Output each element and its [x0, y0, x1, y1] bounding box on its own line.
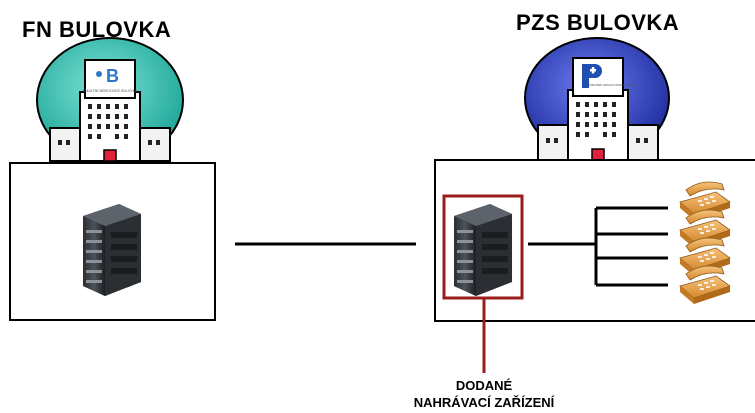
- right-site-title: PZS BULOVKA: [516, 10, 680, 35]
- recorder-server-rack-icon: [454, 204, 512, 296]
- recorder-caption-line1: DODANÉ: [455, 378, 513, 393]
- recorder-caption-line2: NAHRÁVACÍ ZAŘÍZENÍ: [413, 395, 555, 410]
- right-hospital-building-icon: [524, 37, 670, 161]
- recorder-caption: DODANÉ NAHRÁVACÍ ZAŘÍZENÍ: [404, 377, 564, 411]
- phone-distribution-lines: [528, 206, 668, 287]
- left-hospital-building-icon: B: [36, 37, 184, 163]
- left-server-rack-icon: [83, 204, 141, 296]
- svg-text:B: B: [106, 66, 119, 86]
- left-site-title: FN BULOVKA: [22, 17, 172, 42]
- left-logo-text: FAKULTNÍ NEMOCNICE BULOVKA: [83, 88, 138, 93]
- right-logo-text: ODBORNÉ ZDRAVOTNICKÉ PRAXE: [587, 82, 638, 87]
